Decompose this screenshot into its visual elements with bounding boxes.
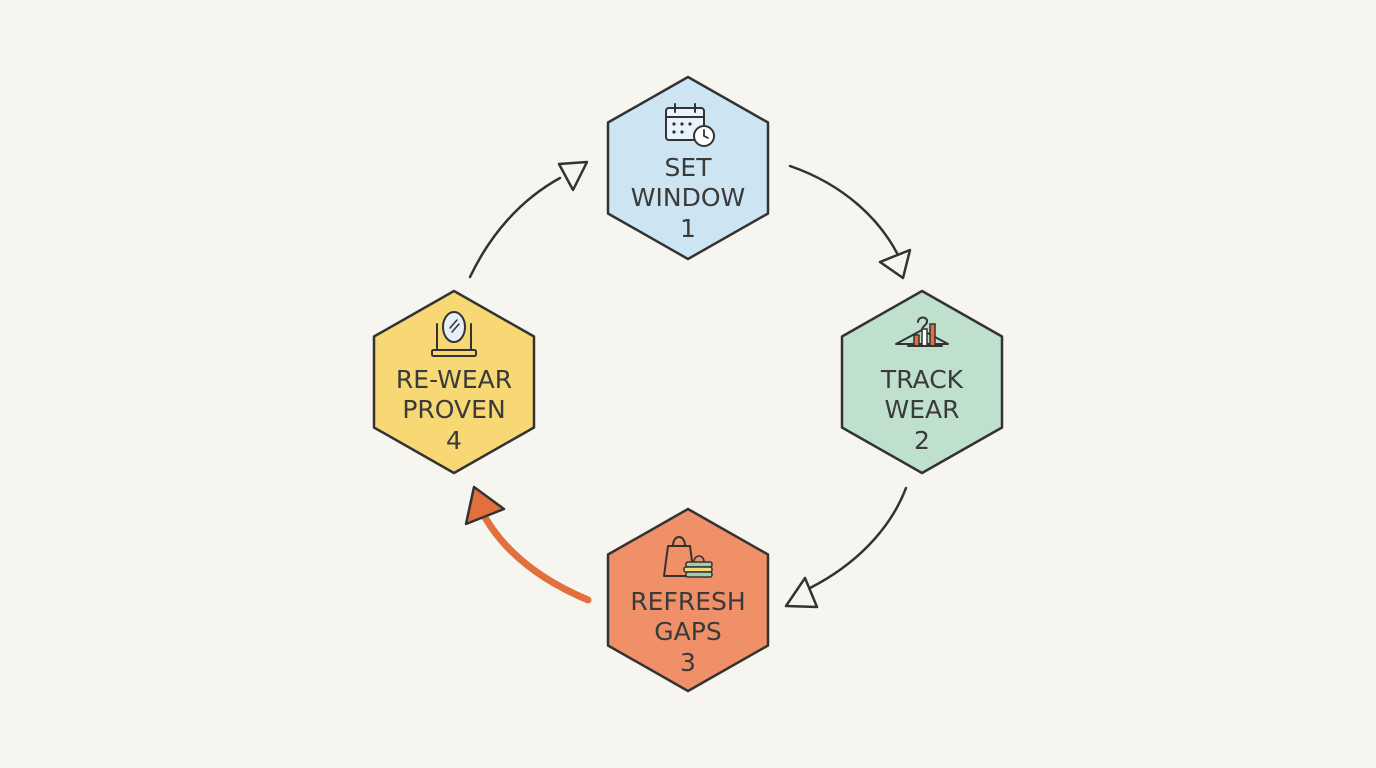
node-refresh-gaps-line2: GAPS (654, 617, 721, 646)
node-re-wear-proven-line2: PROVEN (402, 395, 505, 424)
node-set-window-line2: WINDOW (631, 183, 745, 212)
arrow-re-wear-proven-to-set-window (468, 160, 589, 279)
node-refresh-gaps: REFRESH GAPS 3 (606, 507, 770, 693)
node-refresh-gaps-number: 3 (680, 648, 696, 677)
node-set-window-hexagon (606, 75, 770, 261)
node-re-wear-proven-hexagon (372, 289, 536, 475)
calendar-clock-icon (665, 103, 715, 147)
node-set-window: SET WINDOW 1 (606, 75, 770, 261)
node-re-wear-proven-line1: RE-WEAR (396, 365, 512, 394)
node-re-wear-proven: RE-WEAR PROVEN 4 (372, 289, 536, 475)
node-track-wear-line2: WEAR (885, 395, 960, 424)
node-re-wear-proven-number: 4 (446, 426, 462, 455)
arrow-refresh-gaps-to-re-wear-proven (464, 485, 592, 604)
mirror-icon (431, 311, 477, 357)
shopping-bag-icon (663, 536, 713, 578)
node-track-wear-line1: TRACK (880, 365, 964, 394)
node-refresh-gaps-hexagon (606, 507, 770, 693)
node-set-window-line1: SET (665, 153, 713, 182)
node-track-wear-hexagon (840, 289, 1004, 475)
node-track-wear: TRACK WEAR 2 (840, 289, 1004, 475)
cycle-arrows (464, 160, 912, 609)
node-track-wear-number: 2 (914, 426, 930, 455)
arrow-set-window-to-track-wear (788, 164, 912, 280)
node-refresh-gaps-line1: REFRESH (630, 587, 745, 616)
arrow-track-wear-to-refresh-gaps (784, 486, 908, 609)
hanger-chart-icon (895, 316, 949, 347)
node-set-window-number: 1 (680, 214, 696, 243)
